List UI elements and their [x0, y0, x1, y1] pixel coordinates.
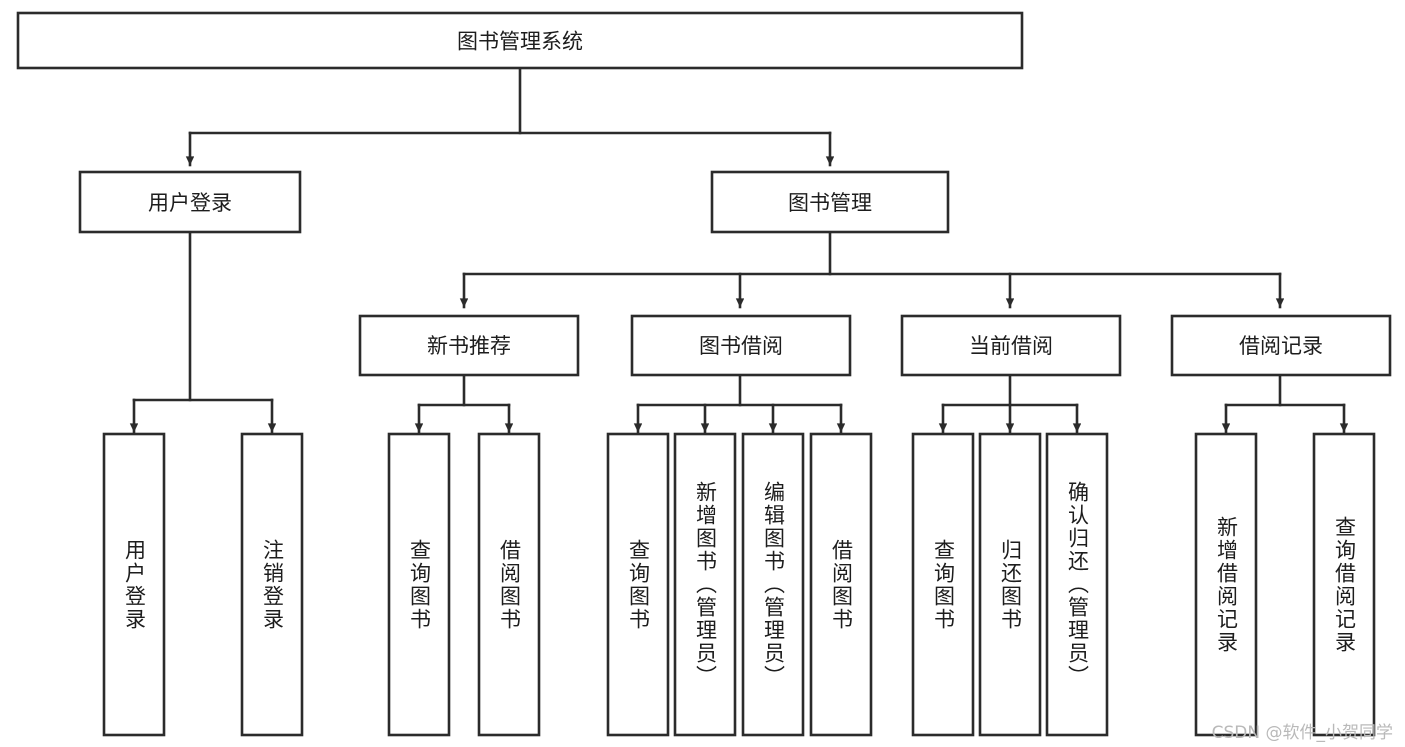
node-root[interactable]: 图书管理系统 — [16, 11, 1024, 70]
node-user-login[interactable]: 用户登录 — [78, 170, 302, 234]
leaf-rect-return-book — [978, 432, 1042, 737]
node-user-login-label: 用户登录 — [148, 191, 232, 215]
node-book-manage-label: 图书管理 — [788, 191, 872, 215]
node-root-label: 图书管理系统 — [457, 30, 583, 54]
leaf-rect-borrow-book-1 — [477, 432, 541, 737]
leaf-rects — [102, 432, 1376, 737]
connector-bookmanage-to-level2 — [459, 230, 1285, 309]
node-borrow-record-label: 借阅记录 — [1239, 334, 1323, 358]
leaf-rect-edit-book — [741, 432, 805, 737]
leaf-rect-query-record — [1312, 432, 1376, 737]
watermark-text: CSDN @软件_小贺同学 — [1211, 723, 1393, 743]
node-current-borrow[interactable]: 当前借阅 — [900, 314, 1122, 377]
node-current-borrow-label: 当前借阅 — [969, 334, 1053, 358]
node-book-manage[interactable]: 图书管理 — [710, 170, 950, 234]
leaf-rect-borrow-book-2 — [809, 432, 873, 737]
leaf-rect-add-book — [673, 432, 737, 737]
leaf-rect-confirm-return — [1045, 432, 1109, 737]
node-new-book-recommend-label: 新书推荐 — [427, 334, 511, 358]
leaf-rect-user-login — [102, 432, 166, 737]
node-book-borrow[interactable]: 图书借阅 — [630, 314, 852, 377]
leaf-rect-query-book-2 — [606, 432, 670, 737]
leaf-rect-query-book-3 — [911, 432, 975, 737]
connector-borrowrecord-to-leaves — [1221, 373, 1349, 434]
leaf-rect-logout — [240, 432, 304, 737]
connector-currentborrow-to-leaves — [938, 373, 1082, 434]
connector-newbook-to-leaves — [414, 373, 514, 434]
leaf-rect-query-book-1 — [387, 432, 451, 737]
connector-root-to-level1 — [185, 66, 835, 167]
connector-bookborrow-to-leaves — [633, 373, 846, 434]
node-book-borrow-label: 图书借阅 — [699, 334, 783, 358]
connector-userlogin-to-leaves — [129, 230, 277, 434]
node-new-book-recommend[interactable]: 新书推荐 — [358, 314, 580, 377]
node-borrow-record[interactable]: 借阅记录 — [1170, 314, 1392, 377]
leaf-rect-add-record — [1194, 432, 1258, 737]
